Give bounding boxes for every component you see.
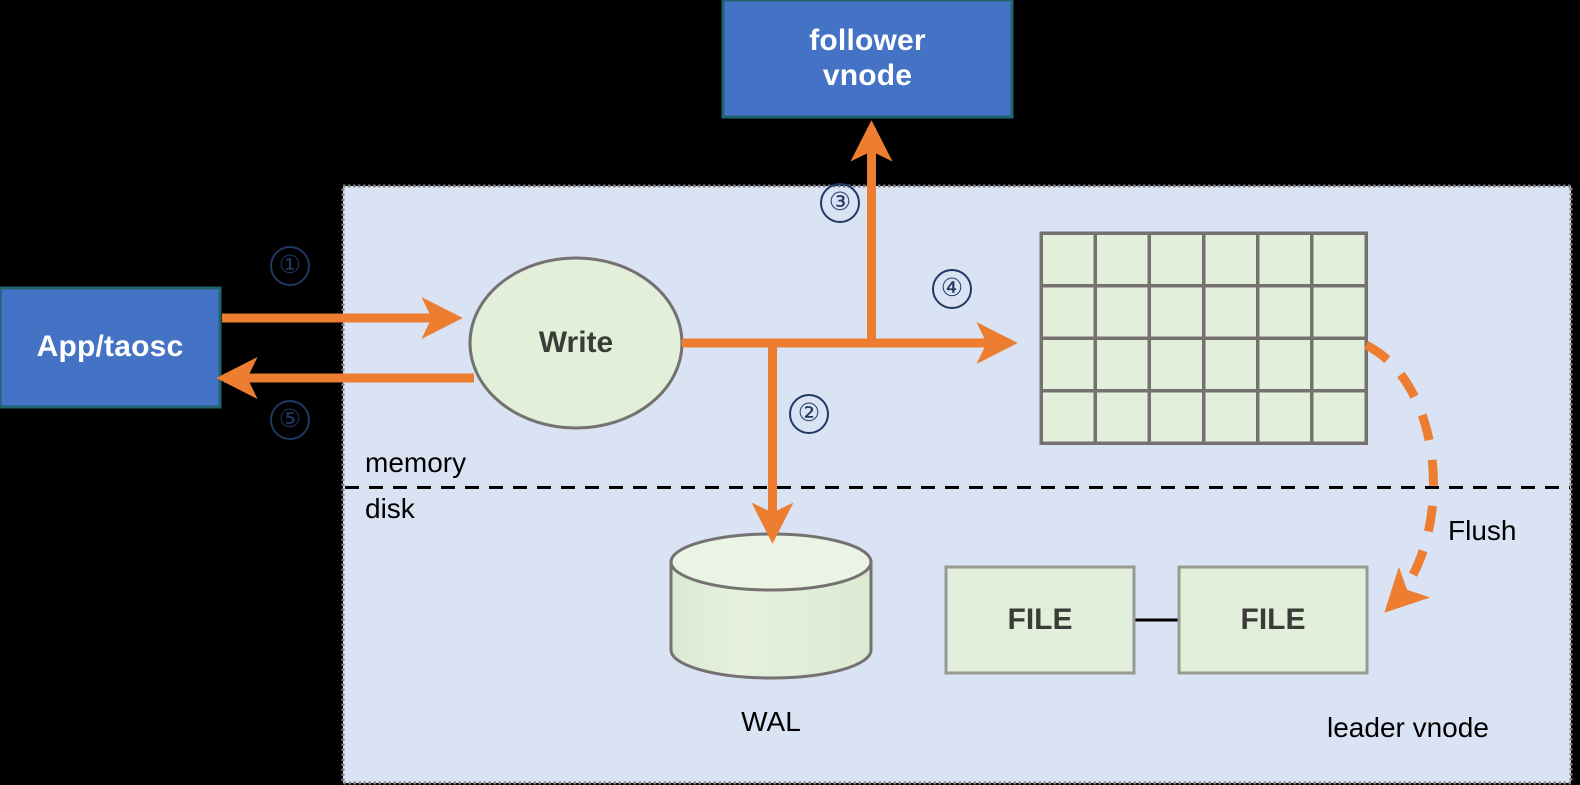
memtable-grid (1039, 231, 1368, 445)
follower-vnode-box[interactable] (721, 0, 1014, 119)
file-box-left[interactable] (944, 565, 1136, 675)
step-badge-3: ③ (820, 183, 860, 223)
app-taosc-box[interactable] (0, 286, 222, 409)
step-badge-2: ② (789, 394, 829, 434)
step-badge-5: ⑤ (270, 400, 310, 440)
arrow-flush-curve (1363, 340, 1438, 613)
step-badge-1: ① (270, 246, 310, 286)
write-node-shape[interactable] (468, 256, 684, 430)
file-box-right[interactable] (1177, 565, 1369, 675)
wal-cylinder[interactable] (669, 532, 873, 680)
step-badge-4: ④ (932, 269, 972, 309)
